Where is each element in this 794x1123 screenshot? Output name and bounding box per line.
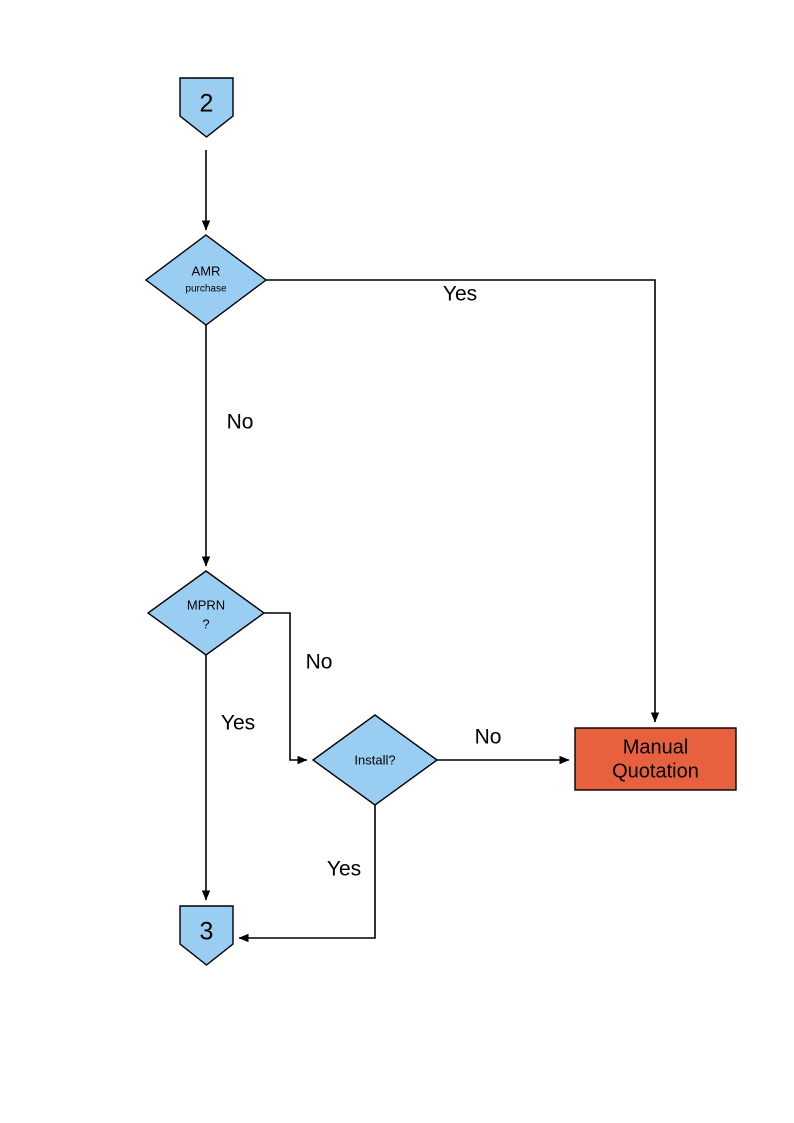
node-mprn-decision[interactable]: MPRN ? <box>146 570 266 656</box>
connector-layer <box>201 150 660 943</box>
edge-label-mprn-no: No <box>306 651 333 674</box>
edge-mprn-no <box>264 612 308 765</box>
node-manual-quotation[interactable]: Manual Quotation <box>574 727 737 791</box>
edge-label-install-yes: Yes <box>327 858 361 881</box>
node-end-label: 3 <box>200 918 214 946</box>
node-start-connector[interactable]: 2 <box>179 77 234 138</box>
node-manual-quotation-label-line2: Quotation <box>612 760 699 782</box>
edge-label-amr-no: No <box>227 411 254 434</box>
node-start-label: 2 <box>200 90 214 118</box>
edge-label-layer: Yes No No Yes No Yes <box>221 283 502 881</box>
node-amr-decision[interactable]: AMR purchase <box>144 234 268 326</box>
off-page-connector-shape-start[interactable] <box>179 77 234 138</box>
decision-shape-install[interactable] <box>311 714 439 806</box>
edge-amr-yes <box>266 279 660 723</box>
edge-label-amr-yes: Yes <box>443 283 477 306</box>
node-manual-quotation-label-line1: Manual <box>623 736 689 758</box>
node-install-decision[interactable]: Install? <box>311 714 439 806</box>
node-amr-label-line1: AMR <box>192 263 221 278</box>
decision-shape-mprn[interactable] <box>146 570 266 656</box>
edge-install-yes <box>238 805 376 943</box>
edge-label-mprn-yes: Yes <box>221 712 255 735</box>
node-amr-label-line2: purchase <box>185 284 227 295</box>
node-install-label: Install? <box>354 752 395 767</box>
node-mprn-label-line1: MPRN <box>187 597 225 612</box>
off-page-connector-shape-end[interactable] <box>179 905 234 966</box>
process-shape-manual-quotation[interactable] <box>574 727 737 791</box>
node-mprn-label-line2: ? <box>202 616 209 631</box>
edge-label-install-no: No <box>475 726 502 749</box>
decision-shape-amr[interactable] <box>144 234 268 326</box>
node-end-connector[interactable]: 3 <box>179 905 234 966</box>
